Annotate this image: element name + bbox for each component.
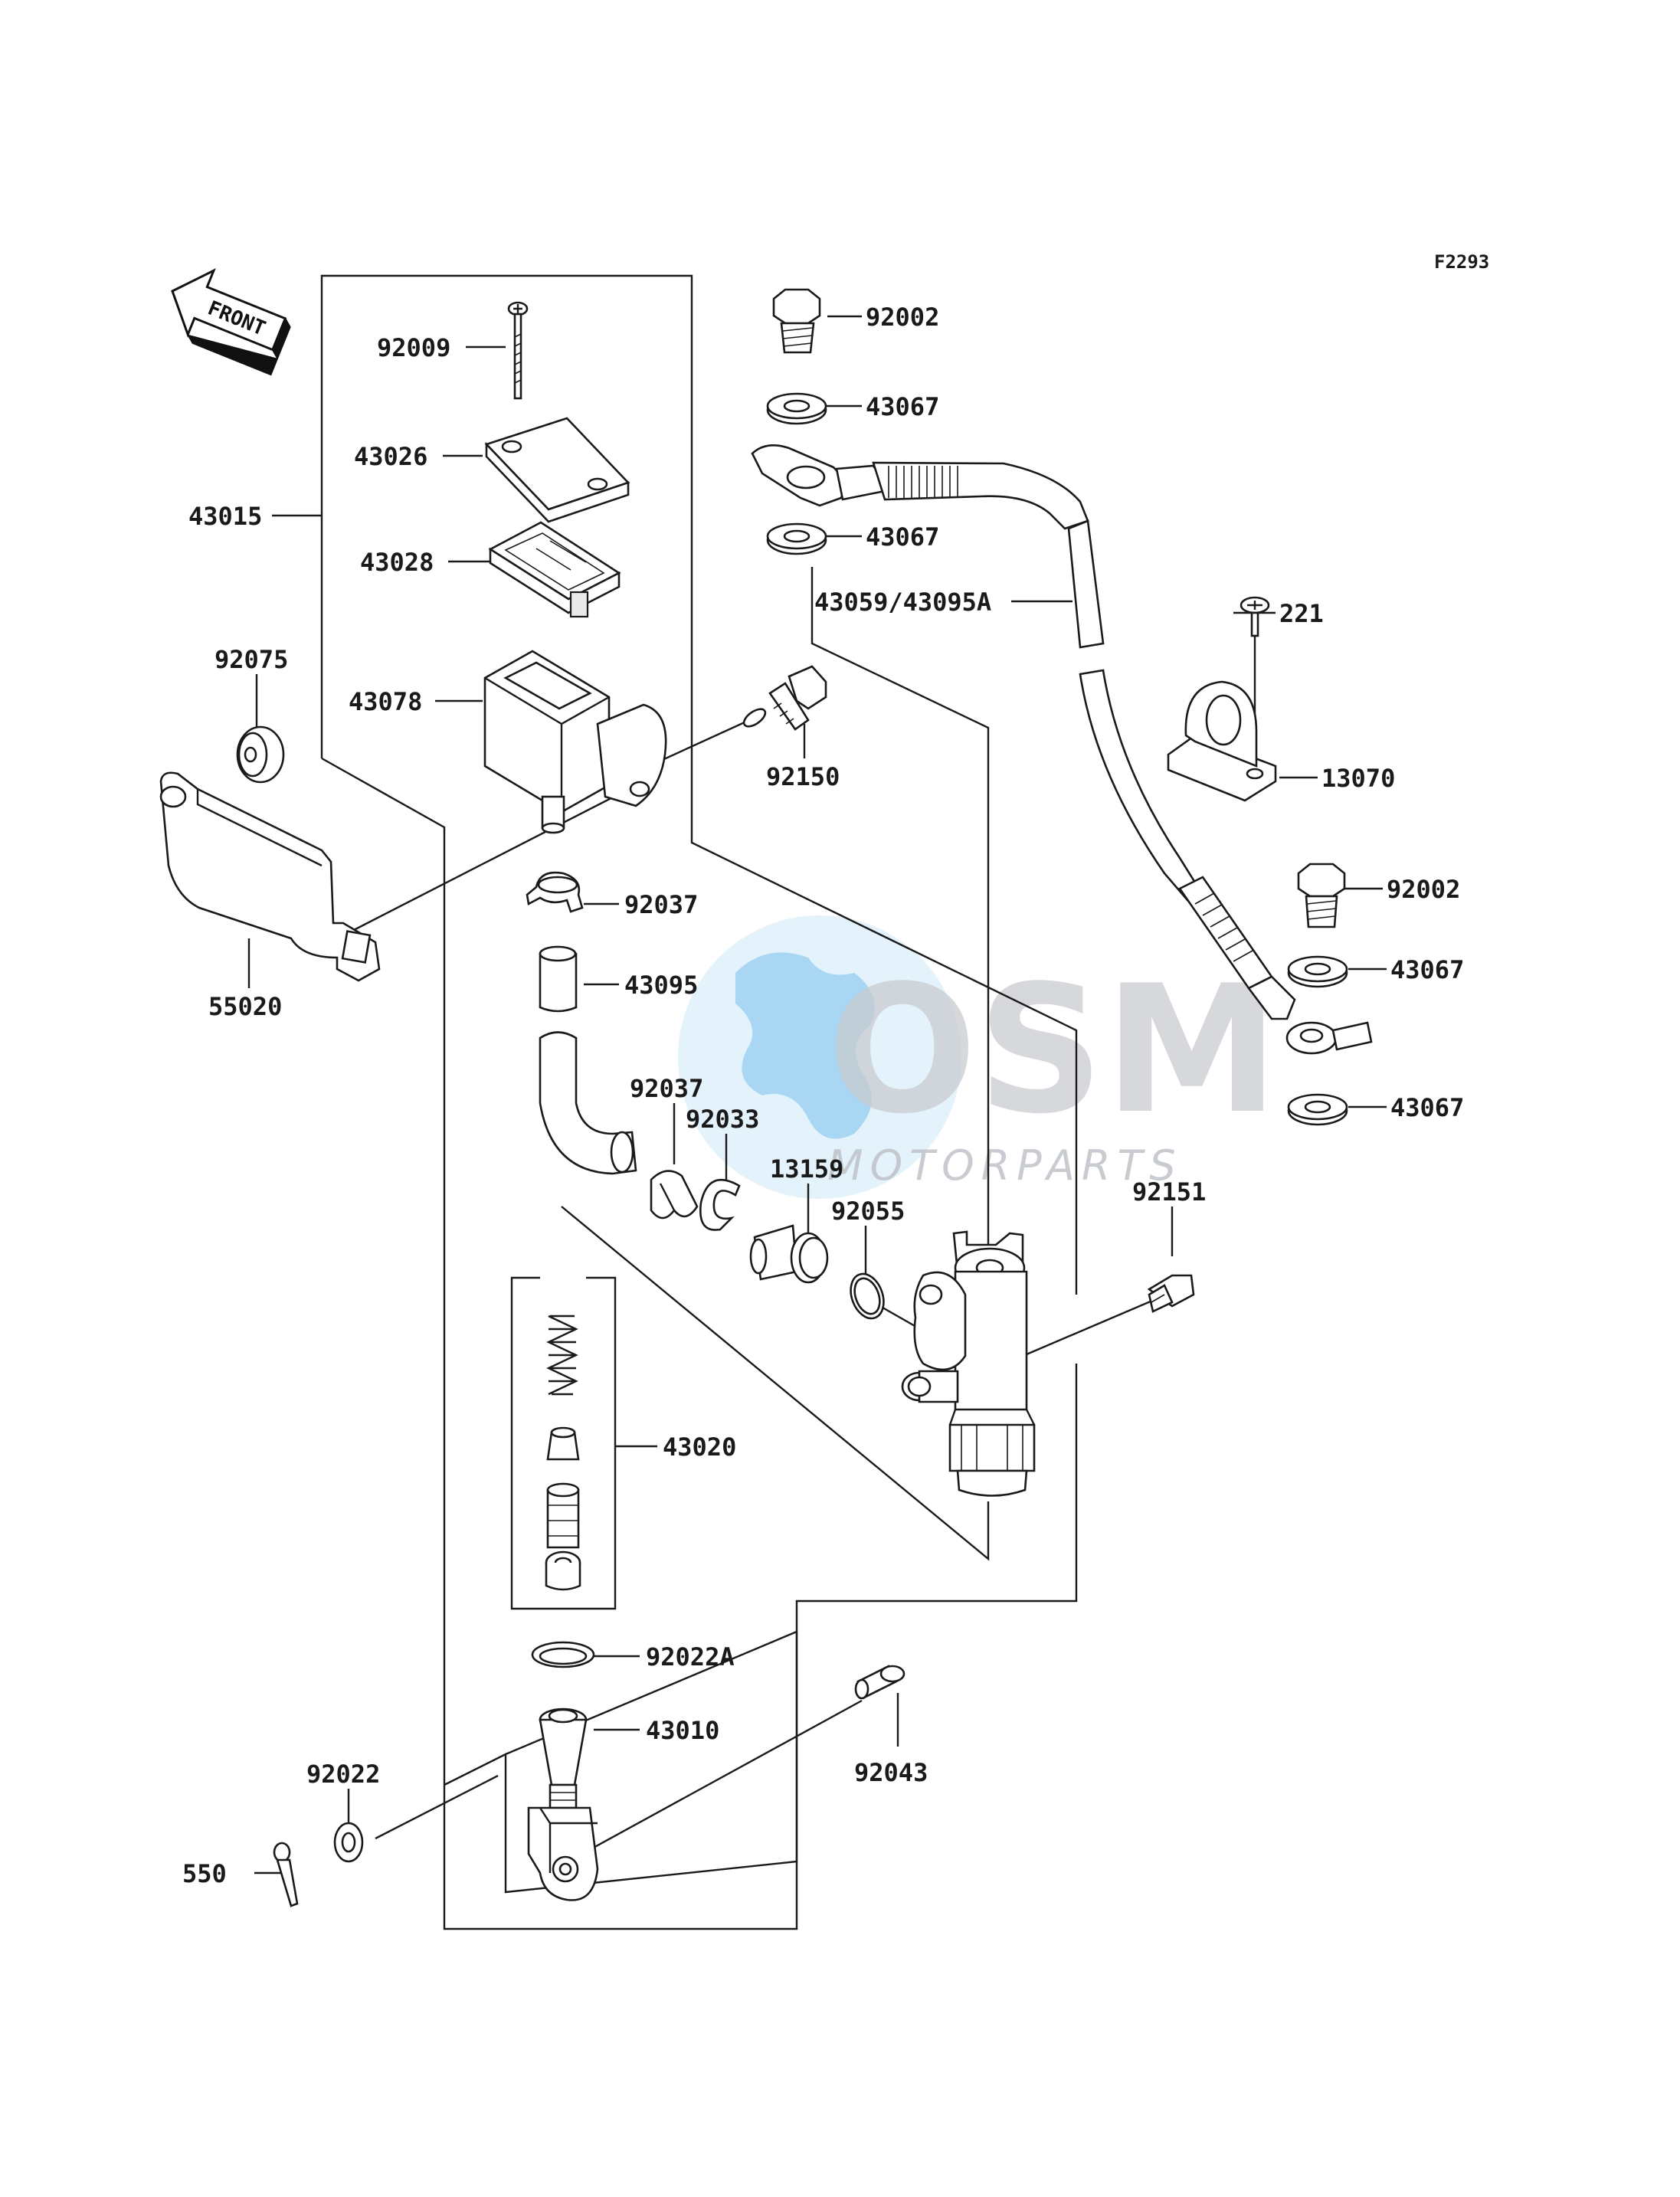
label-92037-a: 92037	[624, 890, 698, 919]
banjo-bolt-92002-right	[1297, 863, 1346, 928]
label-43067-c: 43067	[1390, 955, 1464, 984]
bolt-92151	[1147, 1274, 1195, 1313]
hose-43095	[539, 945, 578, 1013]
leader-lines	[247, 315, 1387, 1874]
assembly-outlines	[320, 274, 1078, 1930]
washer-43067-c	[1287, 955, 1348, 988]
label-13159: 13159	[770, 1154, 843, 1184]
label-43026: 43026	[354, 442, 427, 471]
label-43067-a: 43067	[866, 392, 939, 421]
label-550: 550	[182, 1859, 227, 1888]
banjo-bolt-92002-top	[772, 288, 821, 354]
brake-hose-43059	[751, 444, 1373, 1055]
fitting-13159	[749, 1224, 829, 1284]
watermark-sub: MOTORPARTS	[827, 1141, 1183, 1190]
label-43067-b: 43067	[866, 522, 939, 552]
clamp-92037-a	[526, 871, 584, 913]
label-43078: 43078	[349, 687, 422, 716]
label-92009: 92009	[377, 333, 450, 362]
label-92055: 92055	[831, 1197, 905, 1226]
washer-43067-d	[1287, 1093, 1348, 1126]
label-92022: 92022	[306, 1760, 380, 1789]
label-13070: 13070	[1321, 764, 1395, 793]
label-43010: 43010	[646, 1716, 719, 1745]
label-92150: 92150	[766, 762, 840, 791]
circlip-92033	[699, 1178, 741, 1231]
part-labels: 92009 43026 43015 43028 92075 43078 5502…	[182, 303, 1464, 1888]
washer-92022	[333, 1822, 364, 1863]
front-direction-arrow: FRONT	[171, 268, 291, 376]
label-43095: 43095	[624, 971, 698, 1000]
screw-221	[1240, 596, 1270, 637]
label-43028: 43028	[360, 548, 434, 577]
label-43067-d: 43067	[1390, 1093, 1464, 1122]
label-92075: 92075	[215, 645, 288, 674]
screw-92009	[507, 301, 529, 400]
label-92033: 92033	[686, 1105, 759, 1134]
watermark: OSM MOTORPARTS	[678, 915, 1279, 1199]
label-92043: 92043	[854, 1758, 928, 1787]
reservoir-cap-43026	[484, 417, 630, 523]
guard-55020	[159, 771, 381, 982]
reservoir-body-43078	[483, 650, 667, 834]
label-43015: 43015	[188, 502, 262, 531]
label-92002-bottom: 92002	[1387, 875, 1460, 904]
diaphragm-plate-43028	[488, 521, 621, 618]
label-221: 221	[1279, 599, 1324, 628]
label-43059-43095A: 43059/43095A	[814, 588, 991, 617]
label-92002-top: 92002	[866, 303, 939, 332]
pin-92043	[854, 1665, 905, 1700]
figure-code: F2293	[1434, 251, 1489, 273]
label-92037-b: 92037	[630, 1074, 703, 1103]
washer-43067-b	[766, 522, 827, 555]
clamp-92037-b	[650, 1170, 699, 1220]
cotter-pin-550	[273, 1842, 299, 1907]
label-43020: 43020	[663, 1432, 736, 1462]
pushrod-43010	[527, 1708, 599, 1901]
o-ring-92055	[850, 1272, 885, 1320]
bolt-92150	[742, 665, 827, 731]
grommet-92075	[236, 725, 285, 784]
watermark-globe-land	[735, 952, 875, 1139]
watermark-brand: OSM	[827, 948, 1279, 1153]
label-92151: 92151	[1132, 1177, 1206, 1207]
master-cylinder-body	[901, 1230, 1036, 1497]
bracket-13070	[1167, 680, 1277, 802]
label-92022A: 92022A	[646, 1642, 735, 1671]
hose-curved	[539, 1031, 637, 1175]
piston-kit-43020	[545, 1315, 581, 1591]
circlip-92022A	[531, 1641, 595, 1668]
label-55020: 55020	[208, 992, 282, 1021]
washer-43067-a	[766, 392, 827, 425]
